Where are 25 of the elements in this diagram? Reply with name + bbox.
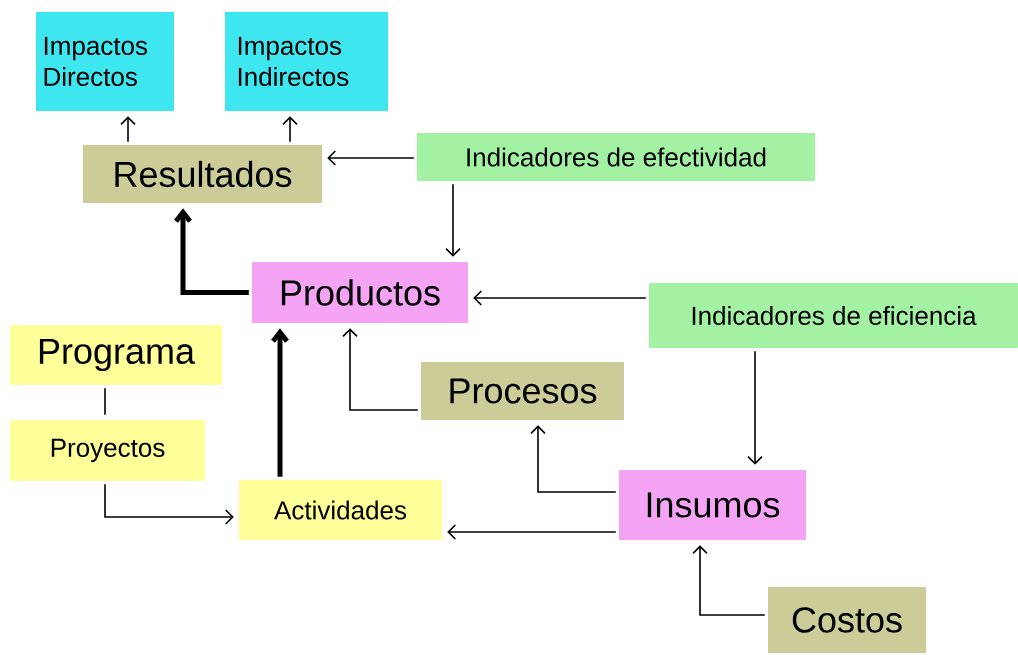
program-box: Programa	[10, 325, 222, 385]
indicator-box: Indicadores de eficiencia	[649, 283, 1018, 348]
process-box: Procesos	[421, 362, 624, 420]
input-box: Insumos	[619, 470, 806, 540]
arrow	[327, 150, 415, 166]
arrow	[282, 116, 298, 143]
arrow	[120, 116, 136, 143]
arrow	[747, 350, 763, 465]
project-box: Proyectos	[10, 420, 205, 481]
impact-box: Impactos Indirectos	[225, 12, 388, 111]
arrow	[447, 524, 617, 540]
arrow	[692, 545, 766, 616]
arrow	[342, 328, 419, 411]
result-box: Resultados	[83, 145, 322, 203]
product-box: Productos	[252, 262, 468, 323]
cost-box: Costos	[768, 587, 926, 653]
activity-box: Actividades	[239, 480, 442, 540]
arrow	[473, 290, 647, 306]
arrow	[104, 483, 234, 525]
indicator-box: Indicadores de efectividad	[417, 133, 815, 181]
impact-box: Impactos Directos	[36, 12, 174, 111]
arrow	[530, 425, 617, 493]
arrow	[174, 208, 249, 295]
arrow	[271, 328, 289, 477]
arrow	[445, 183, 461, 257]
